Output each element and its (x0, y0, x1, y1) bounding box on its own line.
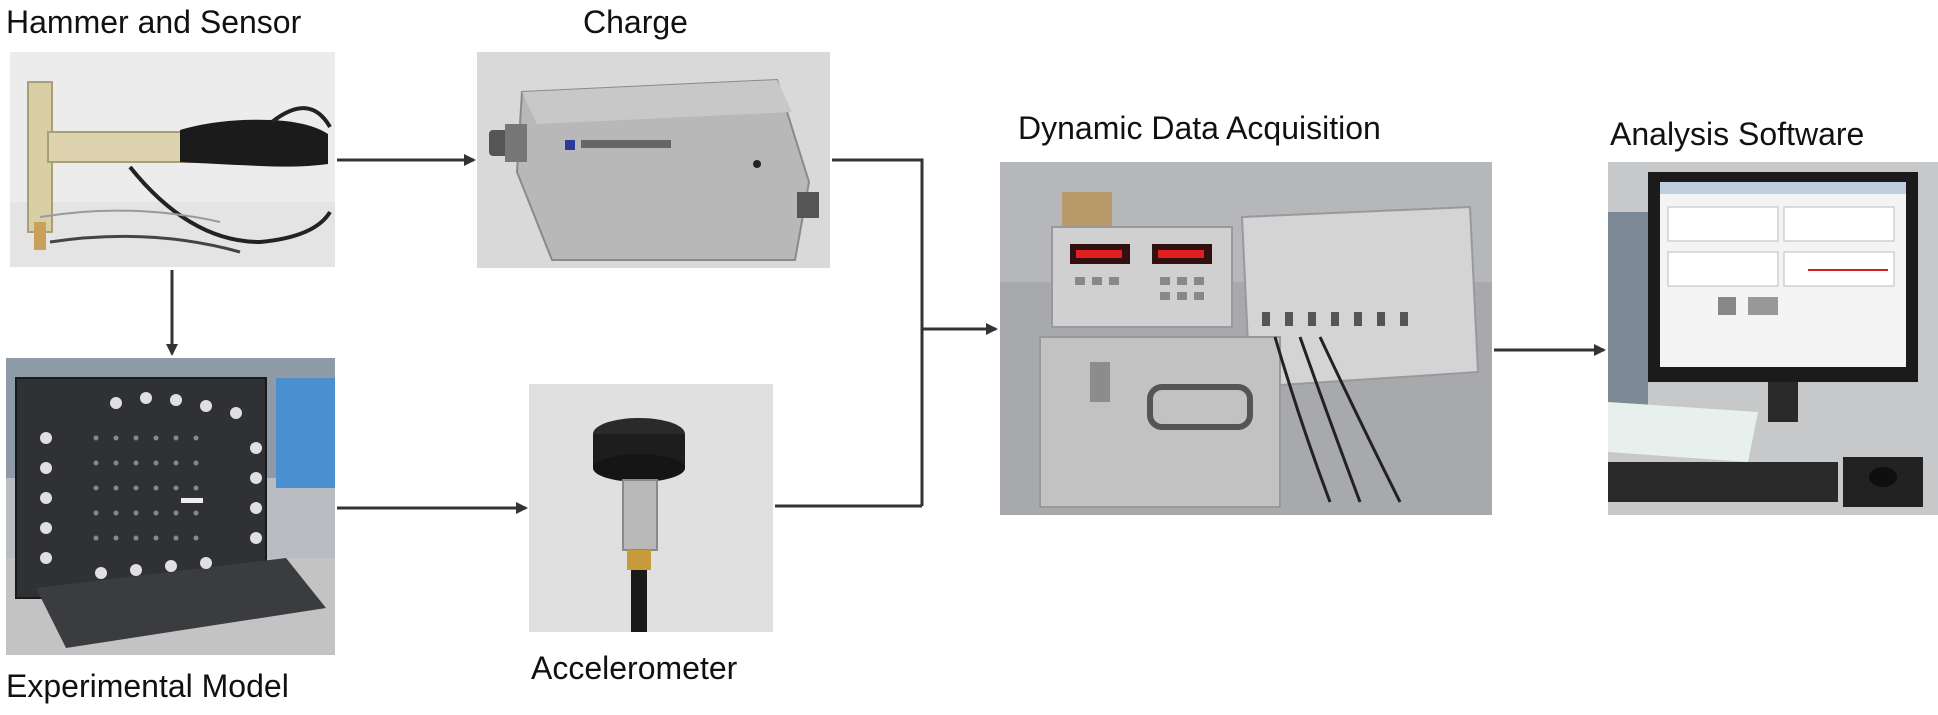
accelerometer-photo (529, 384, 773, 632)
experimental-model-photo (6, 358, 335, 655)
label-experimental-model: Experimental Model (6, 668, 289, 704)
data-acquisition-photo (1000, 162, 1492, 515)
hammer-sensor-photo (10, 52, 335, 267)
label-accelerometer: Accelerometer (531, 650, 738, 686)
label-charge: Charge (583, 4, 688, 40)
analysis-software-photo (1608, 162, 1938, 515)
connector-charge-to-junction (832, 158, 924, 506)
label-dynamic-data-acquisition: Dynamic Data Acquisition (1018, 110, 1381, 146)
label-hammer-and-sensor: Hammer and Sensor (6, 4, 302, 40)
label-analysis-software: Analysis Software (1610, 116, 1865, 152)
charge-amplifier-photo (477, 52, 830, 268)
